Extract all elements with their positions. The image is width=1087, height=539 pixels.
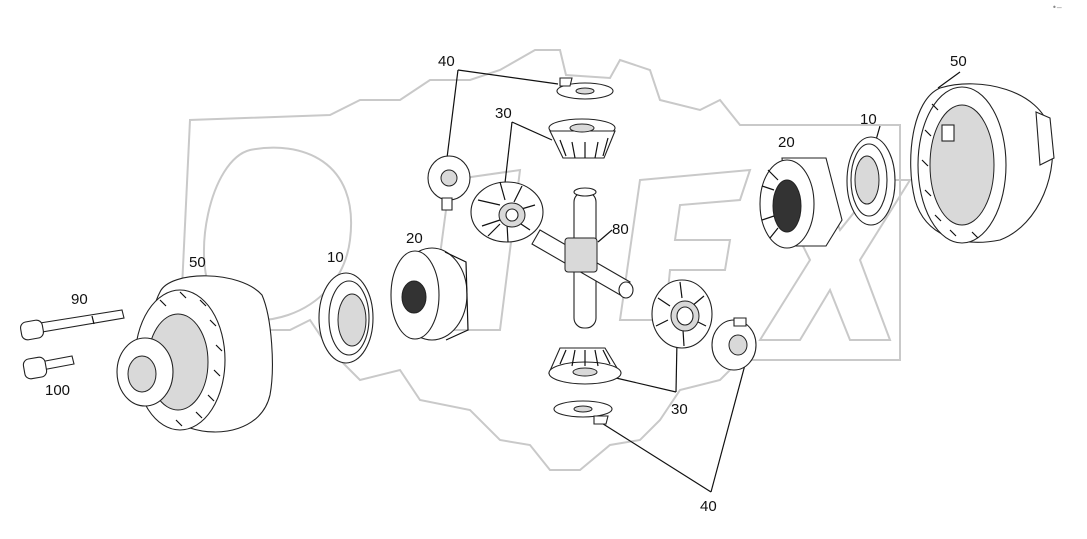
pinion-gear-left <box>470 181 544 243</box>
pinion-gear-top <box>548 118 616 159</box>
callout-40-top: 40 <box>438 53 455 70</box>
thrust-washer-left <box>427 155 471 211</box>
callout-50-left: 50 <box>189 254 206 271</box>
spider-cross-shaft <box>531 187 634 329</box>
callout-labels: 40 30 80 20 10 50 90 100 20 10 50 30 40 … <box>45 3 1062 515</box>
corner-mark: •— <box>1052 3 1062 12</box>
gear-watermark-icon <box>178 49 912 471</box>
callout-20-right: 20 <box>778 134 795 151</box>
leader-lines <box>446 69 961 493</box>
callout-40-bottom: 40 <box>700 498 717 515</box>
callout-50-right: 50 <box>950 53 967 70</box>
callout-30-top: 30 <box>495 105 512 122</box>
friction-disc-right <box>846 136 896 226</box>
differential-housing-left <box>116 275 273 433</box>
callout-90: 90 <box>71 291 88 308</box>
pinion-gear-right <box>651 279 713 349</box>
bolt-short <box>22 355 75 380</box>
callout-10-left: 10 <box>327 249 344 266</box>
callout-100: 100 <box>45 382 70 399</box>
callout-80: 80 <box>612 221 629 238</box>
callout-30-bottom: 30 <box>671 401 688 418</box>
bolt-long <box>20 309 125 341</box>
pinion-gear-bottom <box>548 347 622 385</box>
side-gear-right <box>759 157 843 249</box>
callout-10-right: 10 <box>860 111 877 128</box>
friction-disc-left <box>318 272 374 364</box>
callout-20-left: 20 <box>406 230 423 247</box>
side-gear-left <box>390 247 469 341</box>
thrust-washer-right <box>711 317 757 371</box>
thrust-washer-bottom <box>553 400 613 425</box>
differential-housing-right <box>910 83 1055 244</box>
thrust-washer-top <box>556 77 614 100</box>
